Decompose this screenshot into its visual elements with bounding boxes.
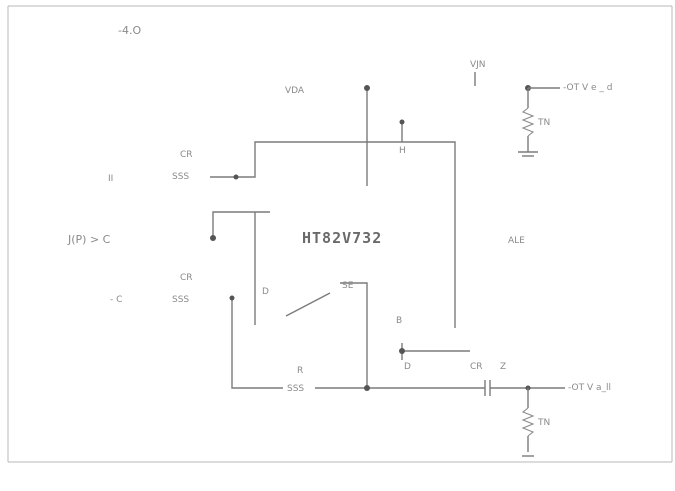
label-vdd: VDA <box>285 86 305 96</box>
switch-lever <box>285 292 331 317</box>
label-pin-right: SE <box>342 281 354 291</box>
label-pin-left: D <box>262 287 269 297</box>
label-res-fb: SSS <box>287 384 305 394</box>
label-pin-b2: D <box>404 362 411 372</box>
label-out-bottom: -OT V a_ll <box>568 383 611 393</box>
label-cap-upper: CR <box>180 150 193 160</box>
label-right-mid: ALE <box>508 236 525 246</box>
label-res-bottom: TN <box>538 418 551 428</box>
label-in-mid: J(P) > C <box>68 233 111 246</box>
upper-signal-wire <box>210 141 456 328</box>
label-pin-b: B <box>396 316 403 326</box>
upper-input-node <box>233 174 239 180</box>
label-res-top: TN <box>538 118 551 128</box>
label-in-left: II <box>108 174 114 184</box>
mid-left-node <box>210 235 216 241</box>
label-res-upper: SSS <box>172 172 190 182</box>
label-out-top: -OT V e _ d <box>563 83 613 93</box>
label-pin-top: H <box>399 146 406 156</box>
label-cap-lower: CR <box>180 273 193 283</box>
switch-output-wire <box>340 282 368 388</box>
top-resistor <box>521 107 535 137</box>
label-cap-out: CR <box>470 362 483 372</box>
label-in-lower: - C <box>110 295 123 305</box>
label-res-fb-top: R <box>297 366 304 376</box>
pin-top-node <box>399 119 405 125</box>
label-cap-out2: Z <box>500 362 507 372</box>
vdd-node <box>364 85 370 91</box>
feedback-node <box>229 295 235 301</box>
label-top-left: -4.O <box>118 24 142 37</box>
pin-b-node <box>399 348 405 354</box>
label-vdd-top: VJN <box>470 60 486 70</box>
bottom-junction-node <box>364 385 370 391</box>
label-res-lower: SSS <box>172 295 190 305</box>
feedback-left-wire <box>231 298 283 389</box>
mid-left-wire <box>212 211 270 238</box>
part-number: HT82V732 <box>302 229 383 247</box>
bottom-resistor <box>521 407 535 437</box>
